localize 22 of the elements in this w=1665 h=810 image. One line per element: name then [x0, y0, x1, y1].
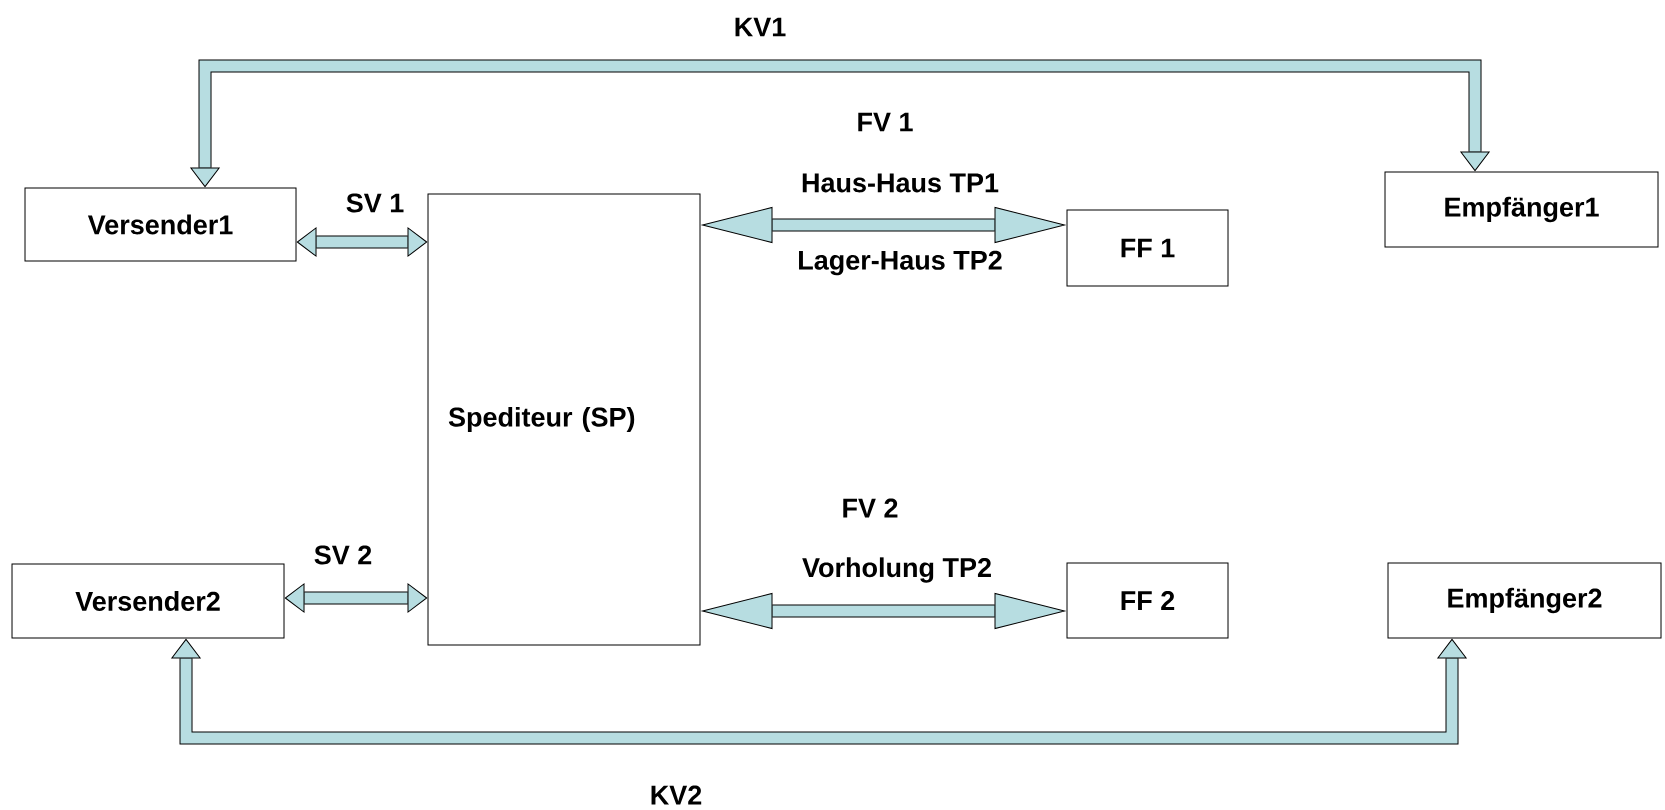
process-box: Empfänger1 [1384, 171, 1659, 248]
process-box: FF 1 [1066, 209, 1229, 287]
block-arrow [702, 593, 1065, 629]
label: FV 2 [843, 498, 898, 518]
edge-label: KV2 [648, 784, 704, 806]
edge-label: SV 1 [344, 192, 406, 214]
process-box: Versender1 [24, 187, 297, 262]
edge-label: SV 2 [312, 544, 374, 566]
block-arrow [702, 207, 1065, 243]
block-arrow [296, 227, 428, 257]
block-arrow [284, 583, 428, 613]
process-box: Empfänger2 [1387, 562, 1662, 639]
edge-label: KV1 [732, 16, 788, 38]
block-arrow [171, 638, 1467, 745]
process-box: Versender2 [11, 563, 285, 639]
label: FV 1 [858, 112, 913, 132]
edge-label: Vorholung TP2 [801, 556, 993, 584]
edge-label: Haus-Haus TP1 [800, 172, 1001, 194]
block-arrow [190, 59, 1490, 188]
process-box: FF 2 [1066, 562, 1229, 639]
label: Lager-Haus TP2 [799, 250, 1002, 276]
forwarder-box: Spediteur (SP) [427, 193, 701, 646]
